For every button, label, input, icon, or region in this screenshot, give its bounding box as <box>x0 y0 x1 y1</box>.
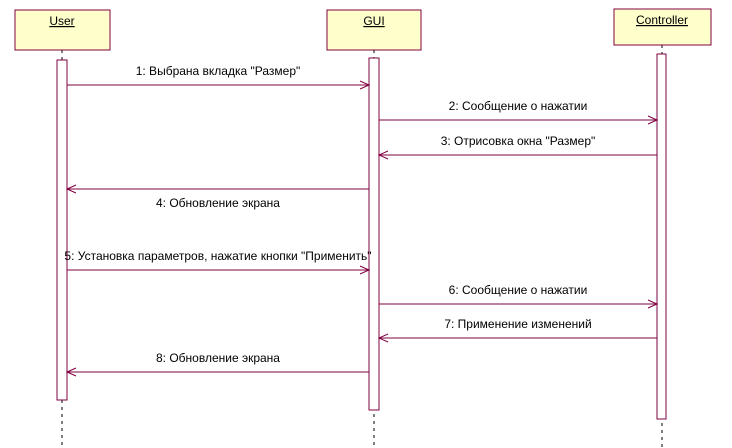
participant-box <box>613 8 712 46</box>
activation-bar-controller <box>656 53 667 420</box>
participant-gui[interactable]: GUI <box>326 9 422 51</box>
message-3[interactable]: 3: Отрисовка окна "Размер" <box>377 134 657 160</box>
message-label: 1: Выбрана вкладка "Размер" <box>136 64 301 78</box>
participant-label: Controller <box>636 13 688 27</box>
message-2[interactable]: 2: Сообщение о нажатии <box>379 99 659 125</box>
arrowhead-icon <box>647 115 659 125</box>
messages: 1: Выбрана вкладка "Размер" 2: Сообщение … <box>64 64 659 377</box>
message-label: 5: Установка параметров, нажатие кнопки … <box>64 249 371 263</box>
arrowhead-icon <box>377 150 389 160</box>
participant-label: GUI <box>363 14 384 28</box>
participant-box <box>326 9 422 51</box>
message-8[interactable]: 8: Обновление экрана <box>65 351 369 377</box>
participant-controller[interactable]: Controller <box>613 8 712 46</box>
arrowhead-icon <box>65 184 77 194</box>
message-label: 3: Отрисовка окна "Размер" <box>441 134 596 148</box>
message-7[interactable]: 7: Применение изменений <box>377 317 657 343</box>
arrowhead-icon <box>65 367 77 377</box>
message-label: 8: Обновление экрана <box>156 351 280 365</box>
activations <box>56 53 667 420</box>
message-4[interactable]: 4: Обновление экрана <box>65 184 369 210</box>
message-label: 6: Сообщение о нажатии <box>449 283 588 297</box>
message-5[interactable]: 5: Установка параметров, нажатие кнопки … <box>64 249 372 275</box>
participant-box <box>14 9 111 51</box>
arrowhead-icon <box>377 333 389 343</box>
message-label: 4: Обновление экрана <box>156 196 280 210</box>
arrowhead-icon <box>647 299 659 309</box>
message-6[interactable]: 6: Сообщение о нажатии <box>379 283 659 309</box>
participants: User GUI Controller <box>14 8 712 51</box>
participant-user[interactable]: User <box>14 9 111 51</box>
message-1[interactable]: 1: Выбрана вкладка "Размер" <box>67 64 371 90</box>
arrowhead-icon <box>359 80 371 90</box>
message-label: 2: Сообщение о нажатии <box>449 99 588 113</box>
message-label: 7: Применение изменений <box>444 317 591 331</box>
activation-bar-gui <box>368 57 380 411</box>
arrowhead-icon <box>359 265 371 275</box>
activation-bar-user <box>56 59 68 401</box>
participant-label: User <box>49 14 74 28</box>
